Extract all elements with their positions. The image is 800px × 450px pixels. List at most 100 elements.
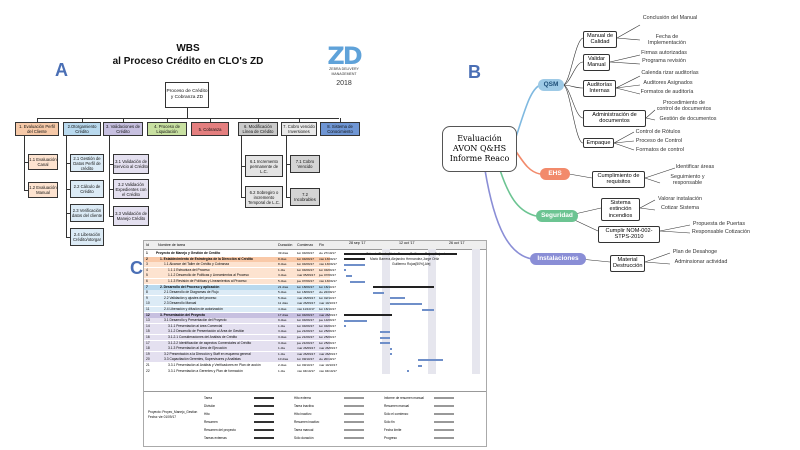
gantt-row-end: lun 25/09/17 <box>319 329 337 334</box>
gantt-row: 8 2.1 Desarrollo de Diagramas de Flujo <box>144 290 330 296</box>
gantt-bar <box>390 347 393 350</box>
leaf-qsm_nodes-5-1: Control de Rótulos <box>635 129 681 135</box>
gantt-row-id: 4 <box>146 267 148 272</box>
gantt-row-id: 8 <box>146 290 148 295</box>
gantt-row-name: 3.2 Presentación a la Dirección y Staff … <box>164 351 251 356</box>
gantt-bar <box>344 269 347 272</box>
gantt-bar <box>346 274 353 277</box>
gantt-row-name: 2.2 Validación y ajustes del proceso <box>164 295 217 300</box>
gantt-row-start: mar 26/09/17 <box>297 295 316 300</box>
center-line-2: AVON Q&HS <box>452 144 507 153</box>
leaf-qsm_nodes-4-2: Gestión de documentos <box>659 116 717 122</box>
gantt-row-end: vie 27/10/17 <box>319 251 336 255</box>
gantt-row-id: 13 <box>146 318 150 323</box>
leaf-ins_nodes-1-2: Adminsionar actividad <box>674 259 728 265</box>
gantt-row-id: 15 <box>146 329 150 334</box>
gantt-bar <box>379 330 391 333</box>
gantt-row-start: jue 21/09/17 <box>297 329 315 334</box>
legend-swatch <box>344 405 364 407</box>
wbs-connector <box>340 118 341 122</box>
branch-ehs: EHS <box>540 168 570 180</box>
panel-label-c: C <box>130 258 143 278</box>
gantt-row-start: lun 04/09/17 <box>297 251 315 255</box>
gantt-row-dur: 1 día <box>278 323 285 328</box>
gantt-week-3: 26 oct '17 <box>449 241 465 245</box>
gantt-row-dur: 1 día <box>278 267 285 272</box>
gantt-row-start: jue 21/09/17 <box>297 335 315 339</box>
legend-swatch <box>434 405 454 407</box>
gantt-chart: Id Nombre de tarea Duración Comienzo Fin… <box>143 240 487 447</box>
legend-item: Sólo el comienzo <box>384 412 409 416</box>
leaf-qsm_nodes-3-3: Formatos de auditoría <box>640 89 694 95</box>
gantt-header: Id Nombre de tarea Duración Comienzo Fin… <box>144 241 486 250</box>
gantt-row-start: mié 04/10/17 <box>297 368 315 373</box>
node-qsm_nodes-3: Auditorías Internas <box>583 80 616 97</box>
gantt-row-name: 3.1 Desarrollo y Presentación del Proyec… <box>164 318 227 323</box>
wbs-sub-spine <box>109 136 110 216</box>
wbs-sub-tick <box>109 216 113 217</box>
gantt-row-dur: 8 días <box>278 262 287 267</box>
gantt-row-end: mar 10/10/17 <box>319 301 338 306</box>
gantt-bar <box>344 252 458 255</box>
gantt-row-name: 2.4 Liberación y difusión de autorizació… <box>164 307 223 311</box>
gantt-bar <box>344 314 393 317</box>
gantt-row: 14 3.1.1 Presentación al área Comercial <box>144 323 330 329</box>
gantt-bar-label-2: Mario Barrera,Alejandro Hernandez,Jorge … <box>370 257 440 261</box>
gantt-row-name: 1.1 Alcance del Taller de Crédito y Cobr… <box>164 262 229 267</box>
wbs-sub-sub6-1: 6.1 Incremento permanente de L.C. <box>245 155 283 177</box>
gantt-row-start: mar 05/09/17 <box>297 273 316 278</box>
legend-item: Hito <box>204 412 210 416</box>
wbs-sub-tick <box>109 164 113 165</box>
wbs-sub-sub3-1: 3.1 Validación de Servicio al Crédito <box>113 154 149 174</box>
wbs-sub-tick <box>241 197 245 198</box>
gantt-row-start: lun 18/09/17 <box>297 290 315 295</box>
node-ins_nodes-1: Material Destrucción <box>610 255 645 272</box>
gantt-row-name: 3.1.1 Presentación al área Comercial <box>168 323 223 328</box>
wbs-sub-sub1-2: 1.2 Evaluación Manual <box>28 182 58 198</box>
legend-item: Fecha límite <box>384 428 402 432</box>
gantt-row-end: lun 04/09/17 <box>319 323 337 328</box>
gantt-row-dur: 11 días <box>278 301 288 306</box>
legend-item: Sólo fin <box>384 420 395 424</box>
branch-instalaciones: Instalaciones <box>530 253 586 265</box>
wbs-connector <box>167 118 168 122</box>
gantt-bar <box>379 342 391 345</box>
wbs-sub-sub2-2: 2.2 Cálculo de Crédito <box>70 180 104 198</box>
gantt-row-end: lun 04/09/17 <box>319 267 337 272</box>
gantt-bar <box>344 263 365 266</box>
gantt-row-end: lun 25/09/17 <box>319 340 337 345</box>
legend-item: Resumen del proyecto <box>204 428 236 432</box>
gantt-row-dur: 39 días <box>278 251 289 255</box>
wbs-connector <box>299 118 300 122</box>
wbs-phase-6: 6. Modificación Línea de Crédito <box>238 122 278 136</box>
wbs-phase-2: 2.Otorgamiento Crédito <box>63 122 101 136</box>
leaf-qsm_nodes-2-2: Programa revisión <box>642 58 686 64</box>
gantt-row-start: lun 04/09/17 <box>297 312 315 317</box>
leaf-seg_nodes-2-2: Responsable Cotización <box>691 229 751 235</box>
legend-swatch <box>434 397 454 399</box>
gantt-row-id: 14 <box>146 323 150 328</box>
gantt-bar <box>407 370 410 373</box>
gantt-row-end: jue 07/09/17 <box>319 273 337 278</box>
wbs-sub-tick <box>66 163 70 164</box>
gantt-row-dur: 3 días <box>278 329 287 334</box>
gantt-row-name: 2.1 Desarrollo de Diagramas de Flujo <box>164 290 219 295</box>
gantt-row-dur: 5 días <box>278 279 287 283</box>
gantt-row-end: mié 13/09/17 <box>319 279 337 283</box>
branch-qsm: QSM <box>538 79 564 91</box>
wbs-sub-sub2-3: 2.3 Verificación datos del cliente <box>70 204 104 222</box>
legend-swatch <box>254 421 274 423</box>
gantt-row-name: 1.1.2 Desarrollo de Políticas y Lineamie… <box>168 273 249 278</box>
gantt-row-dur: 4 días <box>278 307 287 311</box>
gantt-bar <box>350 280 365 283</box>
wbs-sub-tick <box>66 189 70 190</box>
gantt-row-name: 3. Presentación del Proyecto <box>160 312 206 317</box>
